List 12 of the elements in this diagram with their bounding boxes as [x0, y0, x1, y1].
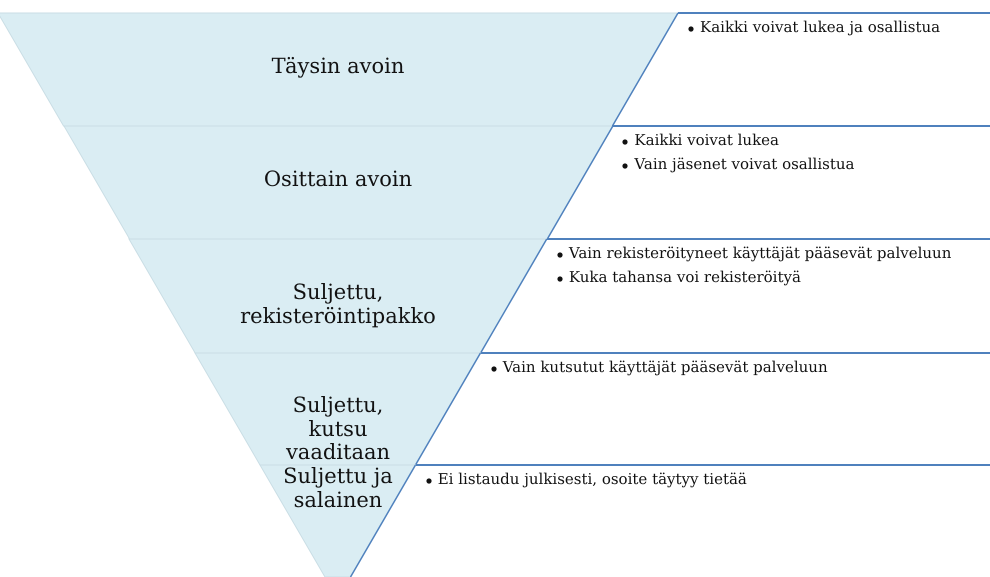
- level-title: Suljettu, kutsu vaaditaan: [284, 394, 392, 465]
- level-title: Suljettu ja salainen: [282, 465, 394, 512]
- bullet-text: Kuka tahansa voi rekisteröityä: [568, 268, 801, 287]
- bullet-text: Ei listaudu julkisesti, osoite täytyy tietää: [438, 470, 747, 490]
- level-title: Täysin avoin: [270, 54, 406, 78]
- bullet-text: Vain jäsenet voivat osallistua: [634, 154, 854, 174]
- bullet-text: Kaikki voivat lukea: [634, 131, 779, 150]
- bullet-text: Vain rekisteröityneet käyttäjät pääsevät palveluun: [568, 244, 952, 264]
- level-title: Osittain avoin: [262, 168, 414, 192]
- bullet-text: Vain kutsutut käyttäjät pääsevät palveluun: [502, 358, 828, 378]
- level-title: Suljettu, rekisteröintipakko: [239, 281, 437, 328]
- bullet-text: Kaikki voivat lukea ja osallistua: [700, 18, 940, 38]
